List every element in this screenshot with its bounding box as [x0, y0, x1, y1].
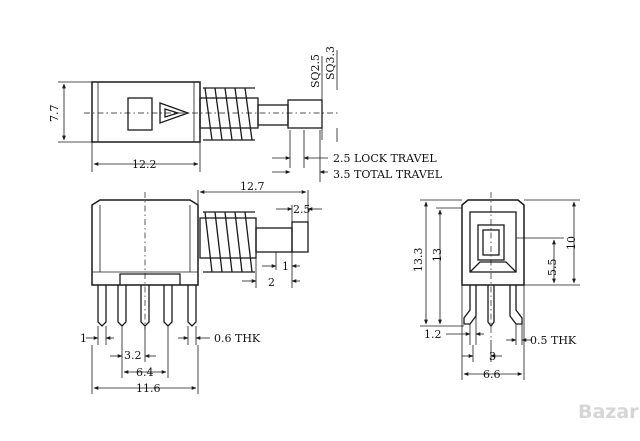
top-view-body [91, 81, 201, 143]
outer-pins-label: 6.4 [136, 366, 154, 379]
side-length-label: 12.7 [240, 180, 265, 193]
top-width-label: 12.2 [132, 158, 157, 171]
total-travel-label: 3.5 TOTAL TRAVEL [333, 168, 443, 181]
end-view-pins [463, 285, 523, 328]
end-pitch-label: 3 [489, 350, 496, 363]
end-pin-offset-label: 1.2 [424, 328, 442, 341]
end-view-inner [469, 211, 517, 273]
lock-travel-label: 2.5 LOCK TRAVEL [333, 152, 437, 165]
watermark-logo: Bazar [578, 401, 639, 423]
top-view-shaft [257, 104, 289, 126]
dim-2-label: 2 [268, 276, 275, 289]
top-view: 7.7 12.2 SQ2.5 SQ3.3 2.5 LOCK TRAVEL 3.5… [48, 46, 443, 182]
side-view: 12.7 2.5 1 2 1 0.6 THK 3.2 [80, 180, 322, 395]
top-view-slot [127, 97, 153, 131]
sq-large-label: SQ3.3 [324, 46, 337, 80]
side-view-pins [97, 285, 197, 327]
dim-1-label: 1 [282, 260, 289, 273]
top-height-label: 7.7 [48, 105, 61, 123]
top-view-spring [199, 87, 259, 141]
end-width-label: 6.6 [483, 368, 501, 381]
top-view-plunger [287, 99, 323, 129]
end-thk-label: 0.5 THK [530, 334, 577, 347]
pin-gap-label: 1 [80, 332, 87, 345]
side-view-tip [291, 221, 309, 253]
end-view: 13.3 13 10 5.5 1.2 0.5 THK 3 [412, 192, 580, 381]
end-frame-height-label: 10 [565, 236, 578, 250]
end-lever-height-label: 5.5 [546, 259, 559, 277]
sq-small-label: SQ2.5 [309, 54, 322, 88]
top-view-arrow [159, 102, 190, 124]
side-view-spring [199, 211, 257, 273]
tip-length-label: 2.5 [293, 203, 311, 216]
side-thk-label: 0.6 THK [214, 332, 261, 345]
pitch-label: 3.2 [124, 349, 142, 362]
side-width-label: 11.6 [136, 382, 161, 395]
side-view-shaft [255, 227, 293, 253]
end-total-height-label: 13.3 [412, 248, 425, 273]
end-body-height-label: 13 [431, 248, 444, 262]
